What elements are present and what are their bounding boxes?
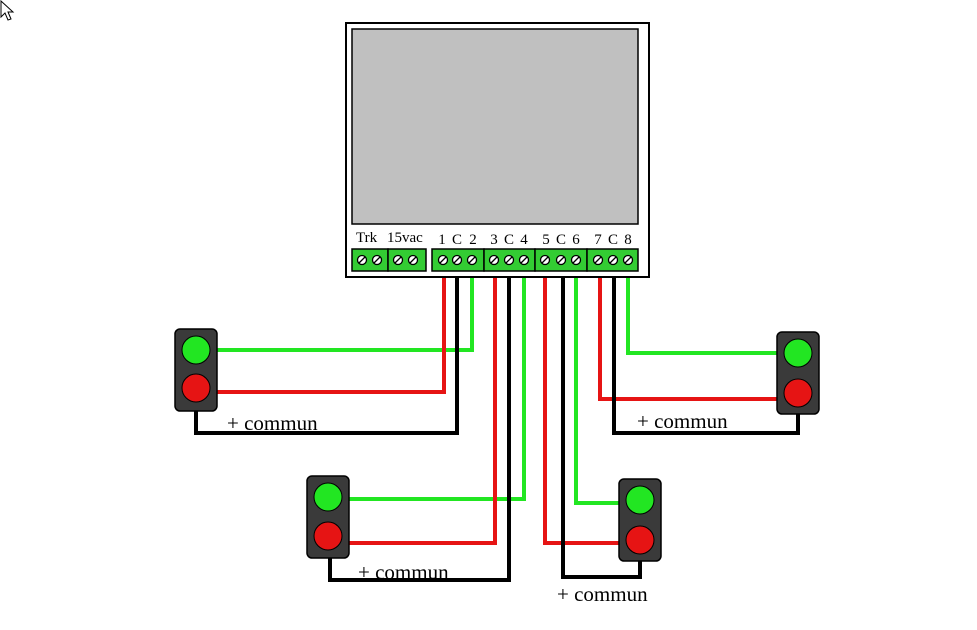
green-lamp [625, 485, 655, 515]
terminal-label-out-c4: C [608, 232, 618, 248]
green-lamp [181, 335, 211, 365]
screw-icon [407, 254, 419, 266]
common-label-signal-3: + commun [557, 582, 648, 606]
common-label-signal-1: + commun [227, 411, 318, 435]
common-label-signal-2: + commun [358, 560, 449, 584]
terminal-label-out-8: 8 [624, 232, 632, 248]
signal-1 [174, 328, 218, 412]
screw-icon [622, 254, 634, 266]
terminal-label-out-c3: C [556, 232, 566, 248]
screw-icon [570, 254, 582, 266]
screw-icon [607, 254, 619, 266]
mouse-cursor-icon [0, 0, 15, 21]
screw-icon [356, 254, 368, 266]
wire-green-output-2 [196, 260, 474, 352]
terminal-label-out-7: 7 [594, 232, 602, 248]
green-lamp [313, 482, 343, 512]
screw-icon [503, 254, 515, 266]
terminal-label-out-4: 4 [520, 232, 528, 248]
display-panel [351, 28, 639, 225]
terminal-label-out-6: 6 [572, 232, 580, 248]
screw-icon [488, 254, 500, 266]
wires [194, 260, 800, 582]
wire-black-common-4 [612, 260, 800, 435]
signal-4 [776, 331, 820, 415]
wire-black-common-2 [328, 260, 511, 582]
terminal-blocks [351, 248, 639, 272]
screw-icon [539, 254, 551, 266]
wire-green-output-6 [574, 260, 640, 505]
screw-icon [451, 254, 463, 266]
terminal-label-out-c1: C [452, 232, 462, 248]
screw-icon [555, 254, 567, 266]
terminal-label-out-3: 3 [490, 232, 498, 248]
green-lamp [783, 338, 813, 368]
wire-green-output-8 [626, 260, 798, 355]
signal-2 [306, 475, 350, 559]
wire-red-output-1 [196, 260, 446, 394]
wire-green-output-4 [328, 260, 526, 501]
screw-icon [371, 254, 383, 266]
wire-black-common-1 [194, 260, 459, 435]
terminal-label-out-2: 2 [469, 232, 477, 248]
screw-icon [592, 254, 604, 266]
terminal-screws [356, 254, 634, 266]
terminal-label-trk: Trk [356, 230, 378, 246]
screw-icon [392, 254, 404, 266]
wire-red-output-7 [598, 260, 798, 401]
common-label-signal-4: + commun [637, 409, 728, 433]
terminal-block-15vac [387, 248, 427, 272]
terminal-label-out-c2: C [504, 232, 514, 248]
signal-3 [618, 478, 662, 562]
screw-icon [518, 254, 530, 266]
controller-board: Trk 15vac 1 C 2 3 C 4 5 C 6 7 C 8 [345, 22, 650, 278]
terminal-label-out-1: 1 [438, 232, 446, 248]
wire-red-output-3 [328, 260, 497, 545]
red-lamp [625, 525, 655, 555]
terminal-label-15vac: 15vac [387, 230, 423, 246]
terminal-label-out-5: 5 [542, 232, 550, 248]
red-lamp [181, 373, 211, 403]
red-lamp [313, 521, 343, 551]
wire-black-common-3 [561, 260, 642, 579]
red-lamp [783, 378, 813, 408]
screw-icon [437, 254, 449, 266]
screw-icon [466, 254, 478, 266]
wire-red-output-5 [543, 260, 640, 545]
